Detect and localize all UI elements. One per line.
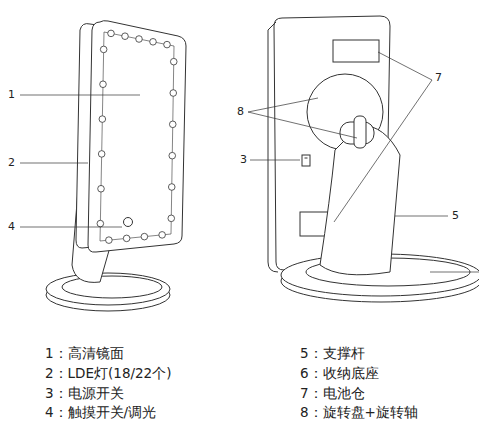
back-view	[248, 16, 479, 302]
callout-number: 2	[8, 157, 15, 169]
callout-number: 7	[435, 72, 442, 84]
callout-number: 1	[8, 89, 15, 101]
part-name: 2：LDE灯(18/22个)	[45, 366, 171, 381]
part-name: 8：旋转盘+旋转轴	[300, 405, 418, 420]
callout-number: 3	[240, 154, 247, 166]
part-name: 6：收纳底座	[300, 366, 379, 381]
part-name: 4：触摸开关/调光	[45, 405, 156, 420]
part-name: 1：高清镜面	[45, 346, 124, 361]
callout-number: 5	[452, 210, 459, 222]
front-view	[20, 21, 186, 311]
callout-number: 8	[237, 106, 244, 118]
part-name: 3：电源开关	[45, 386, 124, 401]
callout-number: 4	[8, 221, 15, 233]
part-name: 7：电池仓	[300, 386, 365, 401]
part-name: 5：支撑杆	[300, 346, 365, 361]
